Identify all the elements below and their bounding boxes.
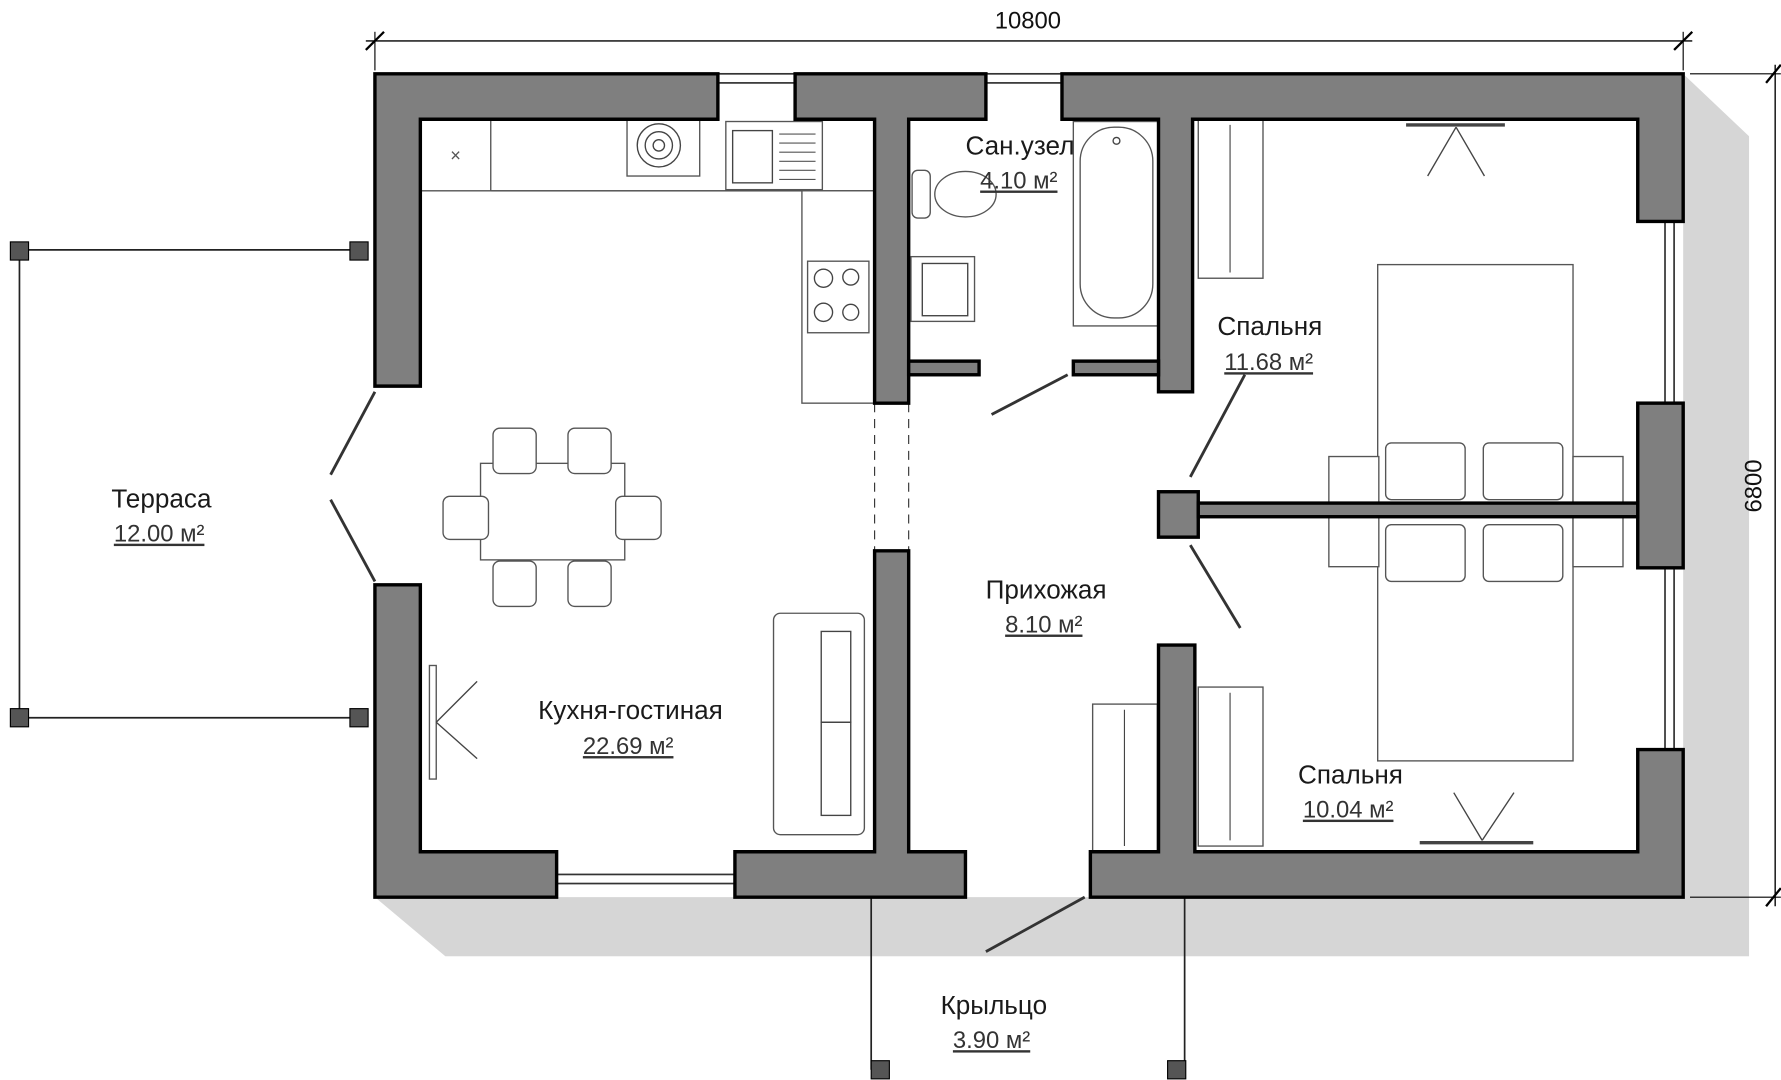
hallway-area: 8.10 м²	[1005, 612, 1082, 639]
dimension-height: 6800	[1689, 64, 1781, 907]
terrace	[9, 241, 369, 728]
width-label: 10800	[995, 7, 1061, 34]
doors	[329, 373, 1247, 953]
sofa	[772, 612, 866, 836]
kitchen-living-name: Кухня-гостиная	[538, 695, 723, 725]
tv	[428, 664, 478, 780]
svg-text:×: ×	[450, 145, 461, 165]
terrace-name: Терраса	[111, 484, 212, 514]
kitchen-furniture: ×	[419, 118, 876, 404]
height-label: 6800	[1741, 460, 1768, 513]
bedroom-2-area: 10.04 м²	[1303, 797, 1394, 824]
bedroom-2-name: Спальня	[1298, 760, 1403, 790]
beds	[1328, 123, 1624, 845]
bathroom-fixtures	[910, 120, 1160, 327]
bedroom-1-area: 11.68 м²	[1224, 349, 1313, 376]
hallway-name: Прихожая	[986, 574, 1107, 604]
terrace-area: 12.00 м²	[114, 521, 205, 548]
dimension-width: 10800	[365, 7, 1694, 71]
walls	[373, 72, 1685, 899]
porch-name: Крыльцо	[941, 990, 1048, 1020]
porch	[870, 897, 1187, 1080]
bedroom-1-name: Спальня	[1217, 311, 1322, 341]
dining-table	[442, 427, 662, 608]
porch-area: 3.90 м²	[953, 1027, 1030, 1054]
wardrobes	[1091, 118, 1264, 853]
bathroom-name: Сан.узел	[965, 130, 1074, 160]
bathroom-area: 4.10 м²	[980, 168, 1057, 195]
kitchen-living-area: 22.69 м²	[583, 733, 674, 760]
